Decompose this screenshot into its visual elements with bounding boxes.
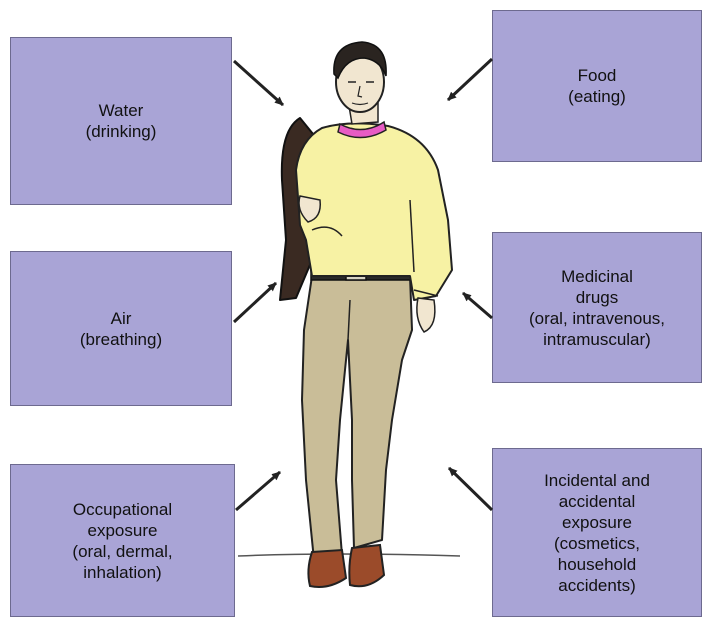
- left-shoe: [308, 550, 346, 587]
- arrow-air: [234, 283, 276, 322]
- arrow-occupational: [236, 472, 280, 510]
- right-shoe: [349, 545, 384, 586]
- trousers: [302, 276, 412, 560]
- arrow-medicinal: [463, 293, 492, 318]
- arrow-water: [234, 61, 283, 105]
- arrow-food: [448, 59, 492, 100]
- arrow-incidental: [449, 468, 492, 510]
- man-figure: [238, 42, 460, 587]
